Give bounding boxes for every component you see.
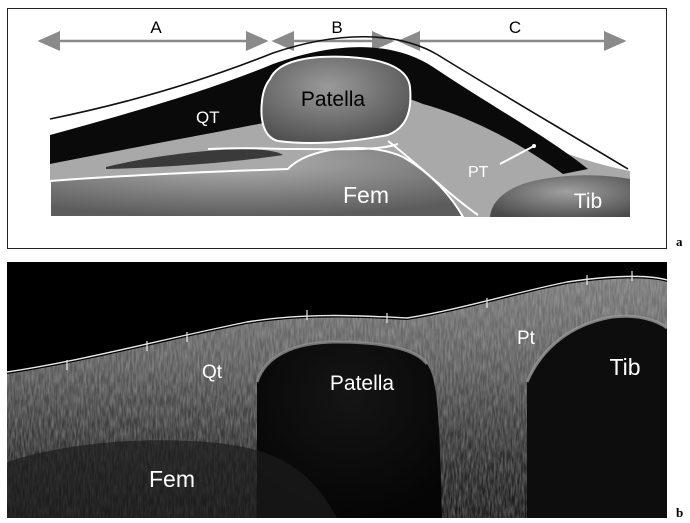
region-b-label: B [331, 18, 342, 37]
fem-label-us: Fem [149, 466, 195, 492]
tibia-shape [490, 175, 630, 217]
ultrasound-panel: Qt Patella Pt Tib Fem [6, 262, 668, 518]
tibia-shadow [527, 316, 667, 518]
patella-surface [255, 340, 429, 383]
ultrasound-svg: Qt Patella Pt Tib Fem [6, 271, 668, 518]
pt-label-us: Pt [517, 328, 536, 349]
tibia-surface [525, 314, 668, 383]
trace-ticks [66, 271, 633, 370]
fem-label: Fem [343, 182, 389, 208]
region-a-label: A [150, 18, 162, 37]
fat-pad [106, 149, 283, 169]
panel-letter-a: a [676, 234, 683, 249]
qt-label: QT [196, 108, 220, 127]
patella-shape [260, 55, 412, 144]
contour-line-upper [207, 143, 399, 151]
qt-label-us: Qt [202, 362, 223, 383]
schematic-panel: A B C QT Patella PT Fem Tib [7, 8, 667, 249]
tib-label: Tib [574, 190, 602, 213]
region-c-label: C [509, 18, 521, 37]
patella-label-us: Patella [330, 372, 395, 395]
pt-label: PT [468, 164, 489, 181]
femur-region [7, 440, 337, 518]
contour-line-pt [387, 140, 479, 216]
pt-pointer [499, 145, 535, 165]
schematic-svg: A B C QT Patella PT Fem Tib [37, 18, 630, 218]
patella-shadow [257, 342, 442, 518]
skin-line [49, 35, 629, 170]
pt-pointer-dot [532, 144, 536, 148]
tib-label-us: Tib [609, 354, 640, 380]
patella-label: Patella [301, 88, 366, 111]
panel-letter-b: b [676, 505, 684, 520]
